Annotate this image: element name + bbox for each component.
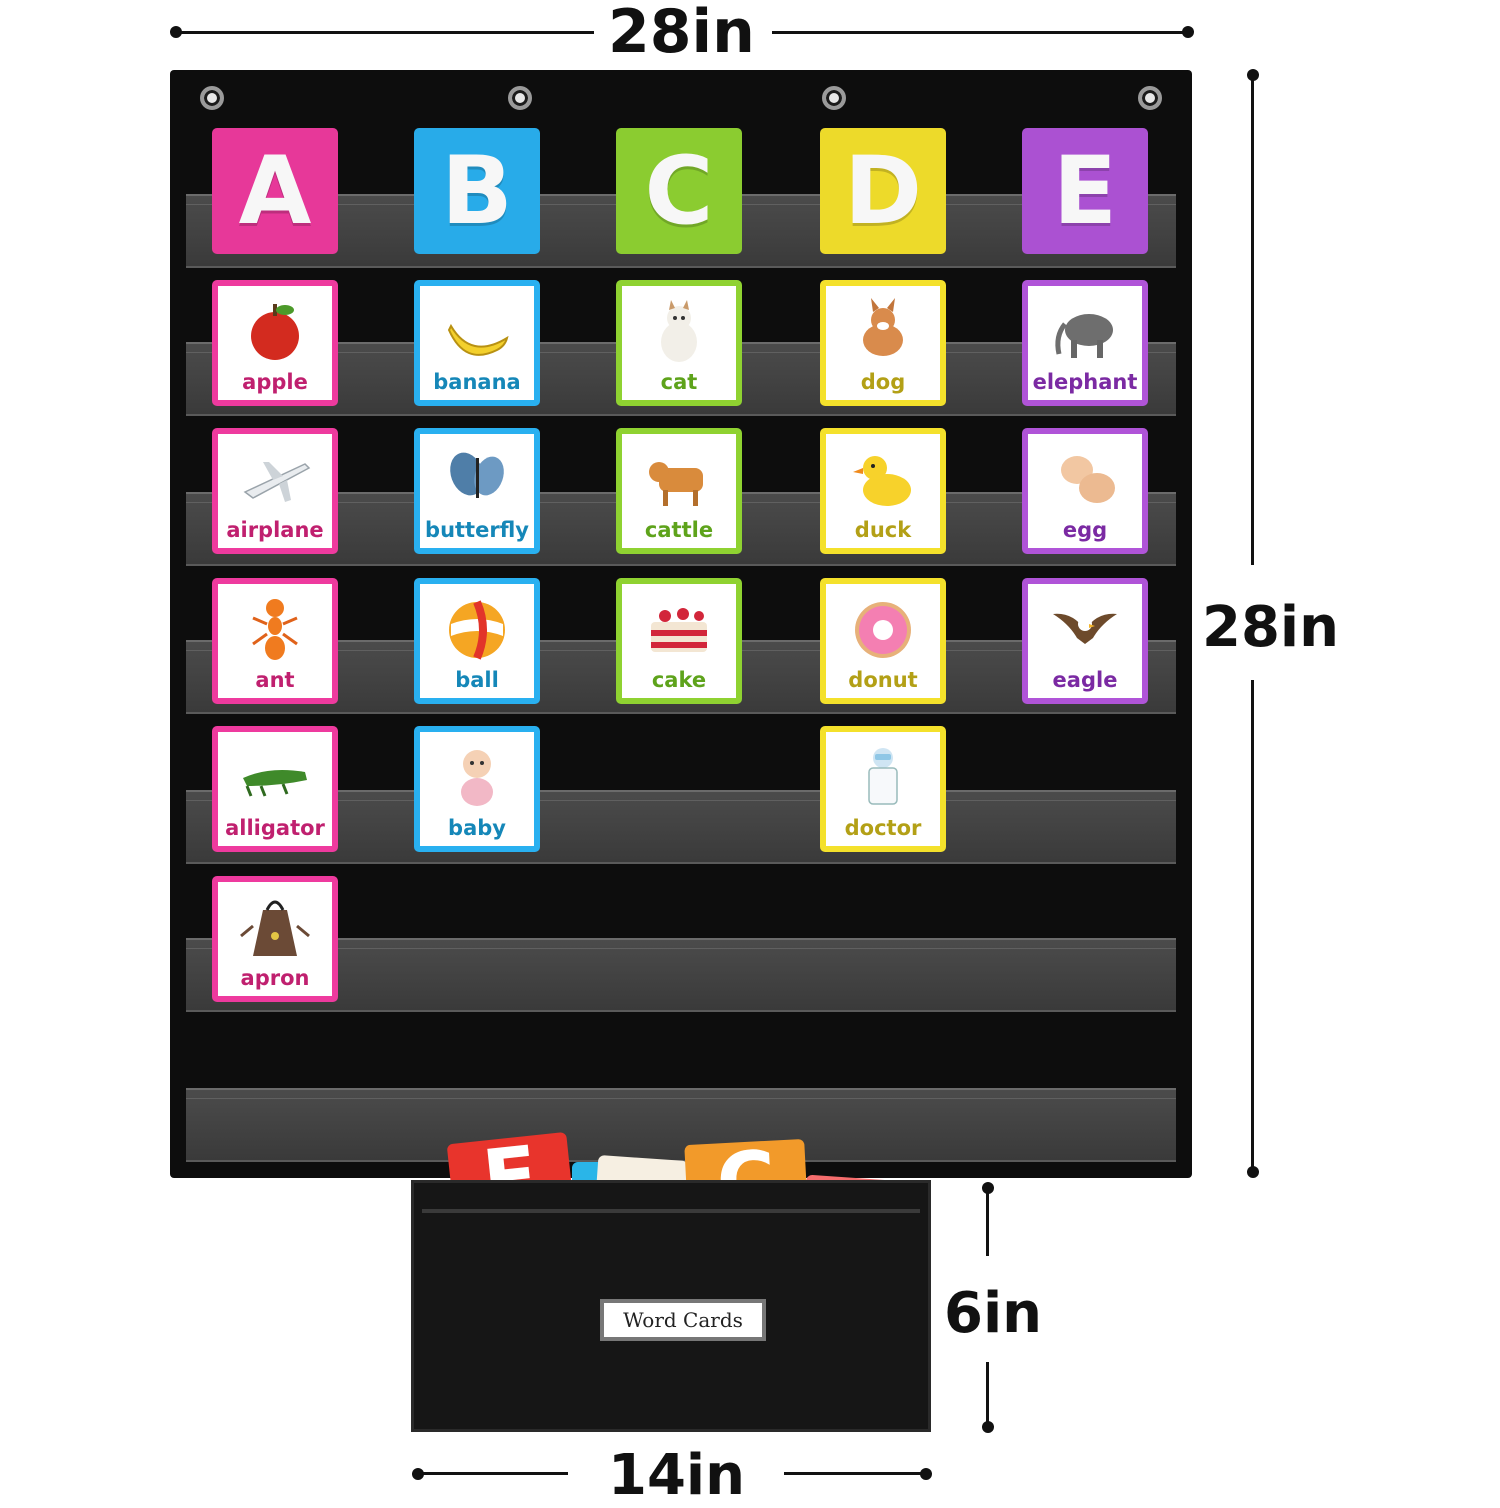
word-card-label: cake [651,668,707,692]
word-card-label: apple [242,370,308,394]
word-card-eagle[interactable]: eagle [1022,578,1148,704]
grommet [508,86,532,110]
word-card-label: cat [660,370,698,394]
word-card-label: baby [448,816,506,840]
dog-icon [826,296,940,368]
grommet [200,86,224,110]
word-card-baby[interactable]: baby [414,726,540,852]
word-card-label: cattle [644,518,714,542]
alligator-icon [218,742,332,814]
apron-icon [218,892,332,964]
doctor-icon [826,742,940,814]
word-card-butterfly[interactable]: butterfly [414,428,540,554]
eagle-icon [1028,594,1142,666]
word-card-label: donut [848,668,918,692]
top-width-label: 28in [608,0,755,67]
letter-card-a[interactable]: A [212,128,338,254]
ball-icon [420,594,534,666]
word-card-airplane[interactable]: airplane [212,428,338,554]
letter-card-b[interactable]: B [414,128,540,254]
dimension-endpoint [920,1468,932,1480]
dimension-line-pocket [986,1362,989,1422]
dimension-line-right [1251,680,1254,1172]
elephant-icon [1028,296,1142,368]
dimension-line-top [772,31,1188,34]
word-card-label: doctor [844,816,922,840]
banana-icon [420,296,534,368]
zipper[interactable] [422,1209,920,1213]
word-card-egg[interactable]: egg [1022,428,1148,554]
letter-card-label: D [843,136,923,246]
letter-card-label: A [238,136,312,246]
word-card-ball[interactable]: ball [414,578,540,704]
word-card-donut[interactable]: donut [820,578,946,704]
word-card-alligator[interactable]: alligator [212,726,338,852]
chart-pocket-row [186,938,1176,1012]
letter-card-d[interactable]: D [820,128,946,254]
letter-card-c[interactable]: C [616,128,742,254]
chart-pocket-row [186,790,1176,864]
chart-pocket-row [186,1088,1176,1162]
word-card-label: apron [240,966,310,990]
cattle-icon [622,444,736,516]
word-card-doctor[interactable]: doctor [820,726,946,852]
word-card-label: elephant [1032,370,1138,394]
letter-card-label: B [441,136,513,246]
word-card-cat[interactable]: cat [616,280,742,406]
storage-pocket[interactable]: Word Cards [411,1180,931,1432]
word-card-elephant[interactable]: elephant [1022,280,1148,406]
word-card-cattle[interactable]: cattle [616,428,742,554]
word-card-ant[interactable]: ant [212,578,338,704]
airplane-icon [218,444,332,516]
letter-card-label: E [1052,136,1118,246]
word-card-dog[interactable]: dog [820,280,946,406]
dimension-line-pocket [986,1188,989,1256]
word-card-label: eagle [1052,668,1118,692]
word-card-label: butterfly [425,518,529,542]
word-card-label: airplane [226,518,324,542]
dimension-line-top [176,31,594,34]
duck-icon [826,444,940,516]
letter-card-label: C [644,136,714,246]
word-card-label: banana [433,370,521,394]
pocket-height-label: 6in [944,1281,1043,1346]
baby-icon [420,742,534,814]
right-height-label: 28in [1202,595,1339,660]
word-card-cake[interactable]: cake [616,578,742,704]
word-card-label: alligator [225,816,325,840]
letter-card-e[interactable]: E [1022,128,1148,254]
egg-icon [1028,444,1142,516]
grommet [822,86,846,110]
word-card-apron[interactable]: apron [212,876,338,1002]
cat-icon [622,296,736,368]
butterfly-icon [420,444,534,516]
word-card-label: ball [455,668,499,692]
dimension-line-right [1251,75,1254,565]
apple-icon [218,296,332,368]
word-card-label: ant [255,668,295,692]
pocket-width-label: 14in [608,1443,745,1508]
word-card-label: dog [860,370,906,394]
cake-icon [622,594,736,666]
word-card-banana[interactable]: banana [414,280,540,406]
dimension-endpoint [1247,1166,1259,1178]
grommet [1138,86,1162,110]
donut-icon [826,594,940,666]
dimension-line-bottom [418,1472,568,1475]
word-card-label: egg [1062,518,1108,542]
word-card-duck[interactable]: duck [820,428,946,554]
storage-label: Word Cards [600,1299,766,1341]
word-card-label: duck [854,518,912,542]
dimension-endpoint [1182,26,1194,38]
word-card-apple[interactable]: apple [212,280,338,406]
dimension-line-bottom [784,1472,924,1475]
ant-icon [218,594,332,666]
dimension-endpoint [982,1421,994,1433]
